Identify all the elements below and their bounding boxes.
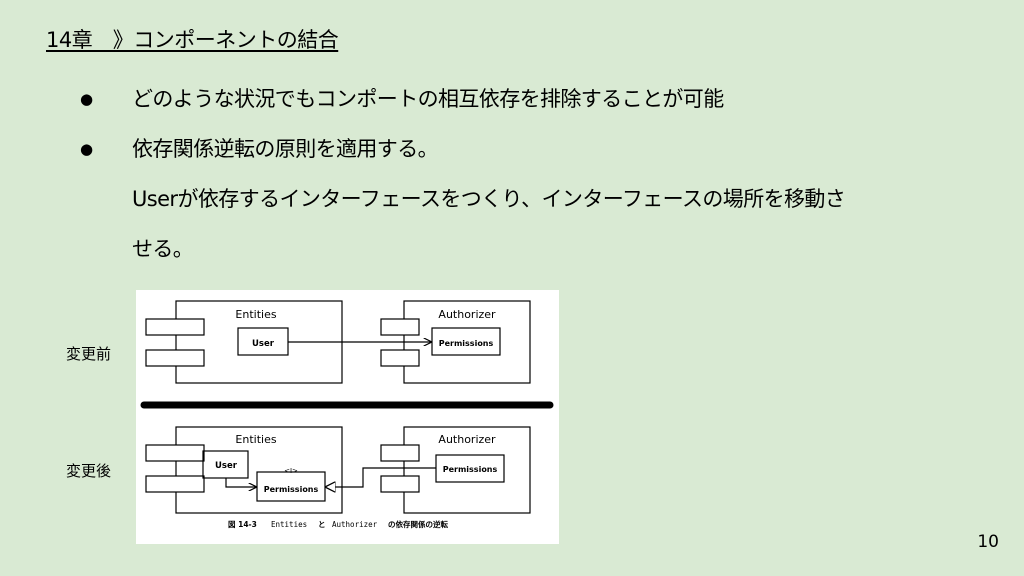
entities-label: Entities: [235, 433, 276, 446]
page-number: 10: [977, 532, 999, 552]
component-tab: [145, 475, 205, 493]
permissions-label: Permissions: [439, 339, 494, 348]
component-tab: [380, 444, 420, 462]
figure-caption-prefix: 図 14-3: [228, 520, 257, 529]
permissions-class-box: [431, 327, 501, 356]
bullet-item: ● どのような状況でもコンポートの相互依存を排除することが可能: [80, 84, 1020, 115]
component-tab: [380, 349, 420, 367]
interface-stereotype: <I>: [284, 467, 298, 475]
bullet-text: どのような状況でもコンポートの相互依存を排除することが可能: [132, 87, 724, 111]
permissions-label: Permissions: [443, 465, 498, 474]
slide-title: 14章 》コンポーネントの結合: [46, 28, 339, 52]
figure-caption-authorizer: Authorizer: [332, 520, 378, 529]
uses-arrow: [225, 478, 256, 487]
before-label: 変更前: [66, 345, 112, 363]
bullet-text: 依存関係逆転の原則を適用する。: [132, 137, 439, 161]
authorizer-component-box: [403, 426, 531, 514]
figure-caption-entities: Entities: [271, 520, 307, 529]
bullet-marker: ●: [80, 140, 93, 158]
after-label: 変更後: [66, 462, 112, 480]
entities-component-box: [175, 426, 343, 514]
bullet-continuation: せる。: [132, 237, 194, 261]
user-label: User: [215, 461, 238, 471]
figure-diagram: Entities Authorizer User Permissions Ent…: [140, 300, 554, 529]
implements-arrow: [326, 467, 436, 487]
figure-caption-and: と: [318, 520, 326, 529]
component-tab: [380, 475, 420, 493]
authorizer-label: Authorizer: [438, 433, 496, 446]
dependency-inversion-figure: Entities Authorizer User Permissions Ent…: [136, 290, 559, 544]
component-tab: [145, 318, 205, 336]
entities-label: Entities: [235, 308, 276, 321]
figure-caption-suffix: の依存関係の逆転: [388, 519, 448, 529]
component-tab: [145, 349, 205, 367]
bullet-marker: ●: [80, 90, 93, 108]
bullet-item: ● 依存関係逆転の原則を適用する。 Userが依存するインターフェースをつくり、…: [80, 134, 1020, 265]
component-tab: [145, 444, 205, 462]
user-label: User: [252, 339, 275, 349]
bullet-list: ● どのような状況でもコンポートの相互依存を排除することが可能 ● 依存関係逆転…: [80, 84, 1020, 284]
component-tab: [380, 318, 420, 336]
interface-label: Permissions: [264, 485, 319, 494]
bullet-continuation: Userが依存するインターフェースをつくり、インターフェースの場所を移動さ: [132, 187, 846, 211]
authorizer-label: Authorizer: [438, 308, 496, 321]
